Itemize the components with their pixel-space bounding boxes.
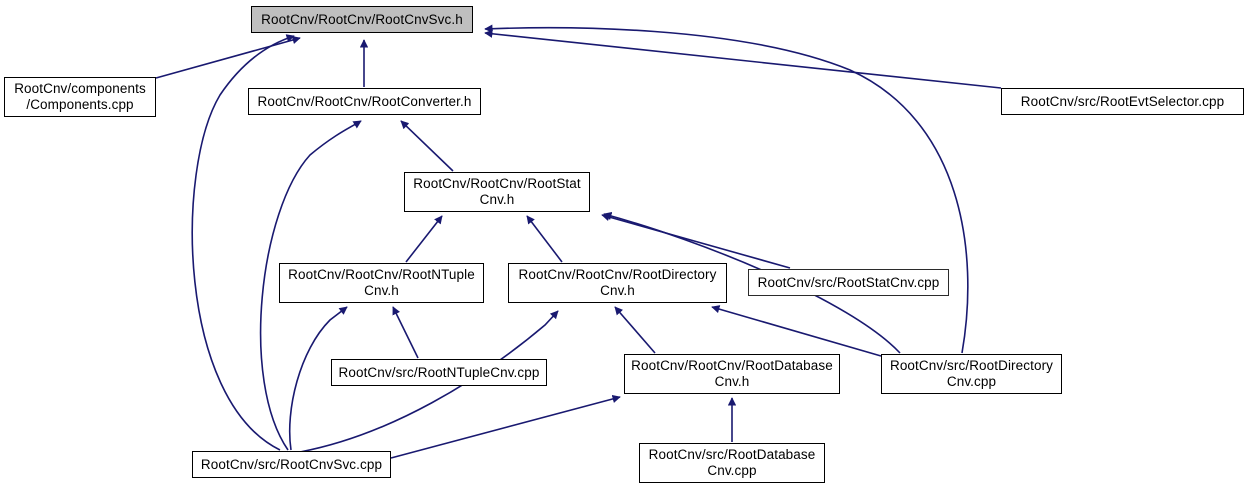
- node-label: RootCnv/RootCnv/RootConverter.h: [257, 93, 472, 109]
- edge-rootntuplecnv-cpp-to-rootntuplecnv-h: [392, 306, 419, 359]
- edge-rootdirectorycnv-cpp-to-rootdirectorycnv-h: [711, 305, 882, 357]
- node-rootcnvsvc-cpp[interactable]: RootCnv/src/RootCnvSvc.cpp: [192, 451, 391, 478]
- node-label: RootCnv/src/RootCnvSvc.cpp: [200, 456, 383, 472]
- node-label: RootCnv/RootCnv/RootDatabase Cnv.h: [631, 358, 833, 389]
- node-rootcnvsvc-h[interactable]: RootCnv/RootCnv/RootCnvSvc.h: [251, 6, 473, 33]
- node-rootdatabasecnv-cpp[interactable]: RootCnv/src/RootDatabase Cnv.cpp: [639, 443, 825, 483]
- edge-rootntuplecnv-h-to-rootstatcnv-h: [405, 215, 443, 263]
- edge-rootstatcnv-h-to-rootconverter-h: [400, 120, 454, 172]
- node-label: RootCnv/src/RootDatabase Cnv.cpp: [648, 447, 816, 478]
- edge-components-cpp-to-rootcnvsvc-h: [155, 35, 301, 79]
- edge-rootevtselector-cpp-to-rootcnvsvc-h: [484, 29, 1002, 89]
- node-label: RootCnv/RootCnv/RootNTuple Cnv.h: [288, 267, 475, 298]
- node-label: RootCnv/RootCnv/RootStat Cnv.h: [413, 176, 581, 207]
- edge-rootstatcnv-cpp-to-rootstatcnv-h: [601, 213, 791, 269]
- edge-rootcnvsvc-cpp-to-rootdatabasecnv-h: [390, 394, 621, 459]
- node-rootntuplecnv-cpp[interactable]: RootCnv/src/RootNTupleCnv.cpp: [331, 359, 547, 386]
- node-rootntuplecnv-h[interactable]: RootCnv/RootCnv/RootNTuple Cnv.h: [279, 263, 484, 303]
- node-components-cpp[interactable]: RootCnv/components /Components.cpp: [4, 77, 156, 117]
- node-rootdirectorycnv-h[interactable]: RootCnv/RootCnv/RootDirectory Cnv.h: [508, 263, 727, 303]
- node-label: RootCnv/RootCnv/RootDirectory Cnv.h: [518, 267, 717, 298]
- node-rootdatabasecnv-h[interactable]: RootCnv/RootCnv/RootDatabase Cnv.h: [624, 354, 840, 394]
- node-label: RootCnv/src/RootNTupleCnv.cpp: [338, 364, 540, 380]
- node-rootstatcnv-h[interactable]: RootCnv/RootCnv/RootStat Cnv.h: [404, 172, 590, 212]
- node-label: RootCnv/RootCnv/RootCnvSvc.h: [261, 11, 463, 27]
- node-label: RootCnv/src/RootStatCnv.cpp: [757, 274, 940, 290]
- node-label: RootCnv/src/RootEvtSelector.cpp: [1020, 93, 1225, 109]
- node-rootconverter-h[interactable]: RootCnv/RootCnv/RootConverter.h: [248, 88, 481, 115]
- edge-rootdatabasecnv-h-to-rootdirectorycnv-h: [614, 306, 656, 354]
- node-label: RootCnv/src/RootDirectory Cnv.cpp: [889, 358, 1054, 389]
- node-rootdirectorycnv-cpp[interactable]: RootCnv/src/RootDirectory Cnv.cpp: [881, 354, 1062, 394]
- node-rootstatcnv-cpp[interactable]: RootCnv/src/RootStatCnv.cpp: [748, 269, 949, 296]
- edge-rootdirectorycnv-h-to-rootstatcnv-h: [526, 215, 563, 263]
- node-rootevtselector-cpp[interactable]: RootCnv/src/RootEvtSelector.cpp: [1001, 88, 1244, 115]
- node-label: RootCnv/components /Components.cpp: [14, 81, 146, 112]
